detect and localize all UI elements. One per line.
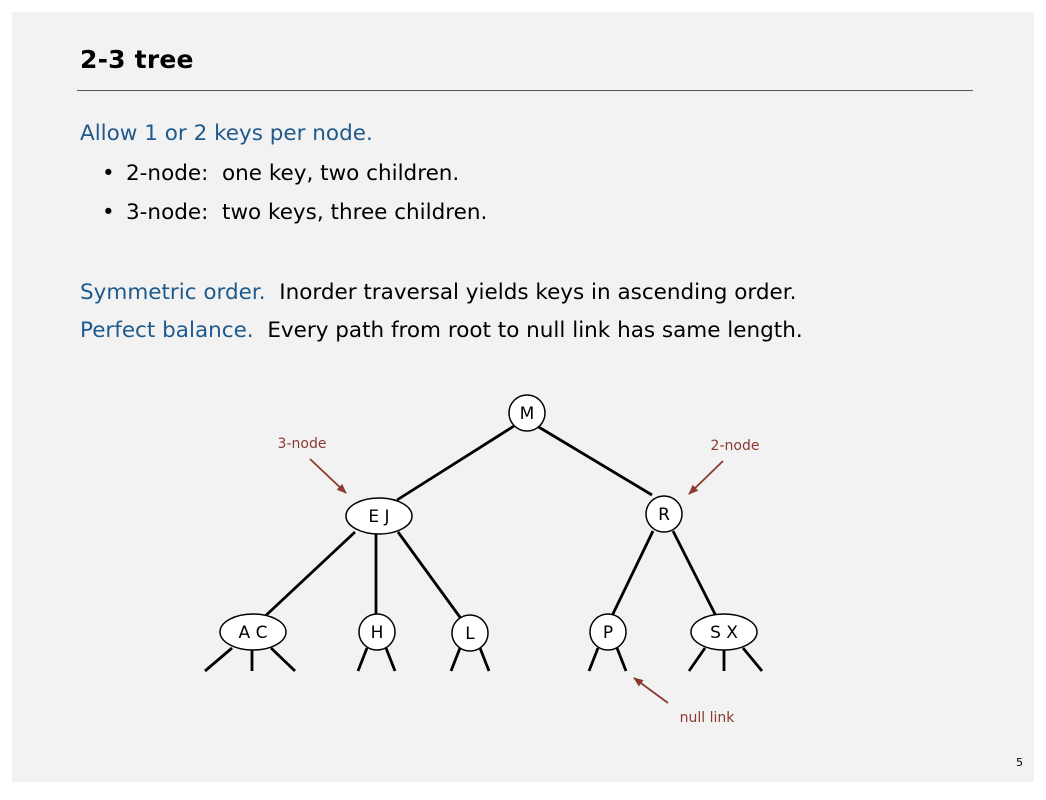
node-h-shape bbox=[358, 613, 396, 651]
property-label: Perfect balance. bbox=[80, 318, 254, 343]
title-divider bbox=[77, 90, 973, 91]
node-l-label: L bbox=[465, 624, 475, 644]
arrow-2-node-icon bbox=[688, 460, 724, 495]
bullet-label: 2-node: bbox=[126, 161, 209, 186]
property-text: Every path from root to null link has sa… bbox=[267, 318, 803, 343]
link-ej-ac bbox=[260, 530, 356, 622]
null-link bbox=[687, 647, 707, 672]
property-text: Inorder traversal yields keys in ascendi… bbox=[279, 280, 797, 305]
null-link bbox=[270, 646, 296, 673]
null-link bbox=[384, 647, 397, 672]
node-root-label: M bbox=[520, 404, 535, 424]
null-link bbox=[587, 647, 600, 672]
arrow-null-link-icon bbox=[633, 677, 669, 704]
null-link bbox=[204, 646, 233, 673]
node-r-label: R bbox=[658, 505, 670, 525]
bullet-text: one key, two children. bbox=[222, 161, 460, 186]
bullet-item: • 3-node: two keys, three children. bbox=[102, 200, 487, 225]
bullet-item: • 2-node: one key, two children. bbox=[102, 161, 459, 186]
null-links bbox=[204, 646, 764, 673]
node-h-label: H bbox=[371, 623, 384, 643]
node-ac-label: A C bbox=[239, 623, 268, 643]
property-perfect-balance: Perfect balance. Every path from root to… bbox=[80, 318, 803, 343]
node-r-shape bbox=[645, 495, 683, 533]
two-three-tree-diagram: M E J R A C H L P S X 3-node 2-node null… bbox=[204, 394, 764, 726]
node-p-shape bbox=[589, 613, 627, 651]
intro-text: Allow 1 or 2 keys per node. bbox=[80, 121, 373, 146]
link-r-p bbox=[608, 530, 655, 621]
bullet-text: two keys, three children. bbox=[222, 200, 488, 225]
null-link bbox=[741, 647, 764, 672]
annotations: 3-node 2-node null link bbox=[278, 436, 760, 726]
node-labels: M E J R A C H L P S X bbox=[239, 404, 739, 644]
link-r-sx bbox=[671, 530, 720, 621]
annotation-null-link: null link bbox=[680, 710, 736, 726]
annotation-3-node: 3-node bbox=[278, 436, 327, 452]
null-link bbox=[449, 647, 462, 672]
slide-title: 2-3 tree bbox=[80, 45, 194, 74]
null-link bbox=[615, 647, 628, 672]
link-ej-l bbox=[396, 531, 464, 621]
arrow-3-node-icon bbox=[309, 458, 347, 494]
bullet-label: 3-node: bbox=[126, 200, 209, 225]
bullet-dot-icon: • bbox=[102, 200, 115, 225]
node-sx-label: S X bbox=[710, 623, 738, 643]
slide: 2-3 tree Allow 1 or 2 keys per node. • 2-… bbox=[12, 12, 1034, 782]
annotation-arrows bbox=[309, 458, 724, 704]
node-p-label: P bbox=[603, 623, 613, 643]
null-link bbox=[478, 647, 491, 672]
node-ej-label: E J bbox=[368, 507, 389, 527]
bullet-dot-icon: • bbox=[102, 161, 115, 186]
page-number: 5 bbox=[1016, 756, 1023, 769]
null-link bbox=[356, 647, 369, 672]
link-root-right bbox=[536, 424, 653, 497]
tree-nodes bbox=[219, 394, 758, 652]
annotation-2-node: 2-node bbox=[711, 438, 760, 454]
tree-links bbox=[260, 424, 720, 622]
node-ej-shape bbox=[345, 497, 413, 535]
node-l-shape bbox=[451, 614, 489, 652]
property-label: Symmetric order. bbox=[80, 280, 266, 305]
node-sx-shape bbox=[690, 613, 758, 651]
node-root-shape bbox=[508, 394, 546, 432]
link-root-left bbox=[396, 424, 515, 502]
node-ac-shape bbox=[219, 613, 287, 651]
property-symmetric-order: Symmetric order. Inorder traversal yield… bbox=[80, 280, 796, 305]
